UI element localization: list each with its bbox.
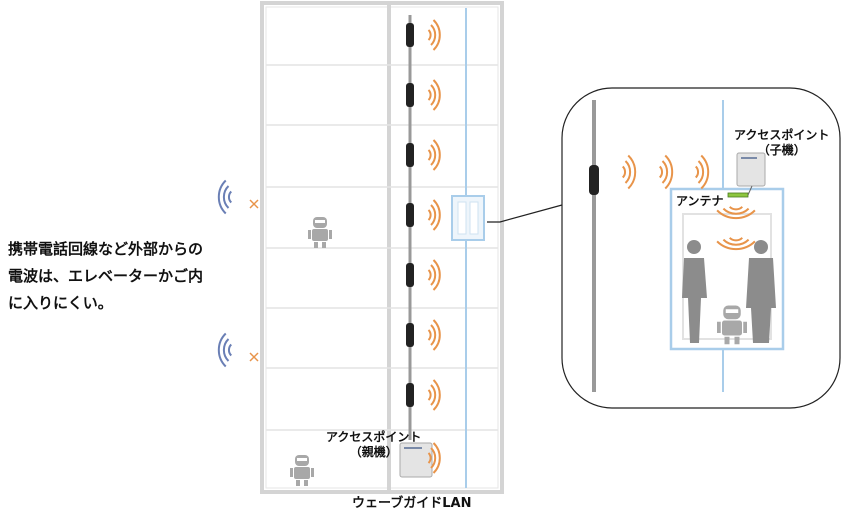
description-text: 携帯電話回線など外部からの 電波は、エレベーターかご内 に入りにくい。	[8, 236, 203, 317]
blocked-x-icon	[249, 352, 259, 362]
signal-wave-icon	[427, 199, 441, 231]
elevator-car	[451, 195, 485, 241]
label-subtext: （子機）	[757, 143, 806, 157]
elevator-door-left	[457, 201, 467, 235]
signal-wave-icon	[427, 379, 441, 411]
waveguide-coupler-icon	[406, 203, 414, 227]
label-subtext: （親機）	[349, 445, 398, 459]
waveguide-coupler-icon	[406, 83, 414, 107]
waveguide-lan-label: ウェーブガイドLAN	[352, 496, 472, 511]
signal-wave-icon	[427, 139, 441, 171]
waveguide-coupler-icon	[406, 383, 414, 407]
antenna-cable	[747, 185, 753, 196]
building-frame	[260, 1, 504, 494]
callout-coupler-icon	[589, 165, 599, 195]
antenna-icon	[727, 192, 749, 198]
signal-wave-icon	[694, 154, 710, 190]
signal-wave-icon	[427, 442, 441, 474]
label-text: アクセスポイント	[734, 128, 830, 142]
label-text: アクセスポイント	[326, 430, 422, 444]
signal-wave-icon	[427, 19, 441, 51]
robot-icon	[717, 305, 747, 345]
signal-wave-icon	[217, 179, 233, 215]
access-point-parent-label: アクセスポイント （親機）	[326, 430, 421, 460]
description-line: に入りにくい。	[8, 294, 113, 312]
access-point-child-icon	[736, 152, 766, 187]
signal-wave-icon	[217, 332, 233, 368]
waveguide-couplers	[406, 23, 414, 407]
waveguide-coupler-icon	[406, 263, 414, 287]
signal-wave-icon	[427, 319, 441, 351]
signal-wave-icon	[658, 154, 674, 190]
signal-wave-icon	[427, 259, 441, 291]
signal-wave-icon	[427, 79, 441, 111]
blocked-x-icon	[249, 199, 259, 209]
elevator-door-right	[469, 201, 479, 235]
callout-pointer	[487, 204, 563, 223]
description-line: 電波は、エレベーターかご内	[8, 267, 204, 285]
waveguide-coupler-icon	[406, 323, 414, 347]
description-line: 携帯電話回線など外部からの	[8, 240, 204, 258]
waveguide-coupler-icon	[406, 23, 414, 47]
signal-wave-icon	[716, 237, 756, 251]
signal-wave-icon	[621, 154, 637, 190]
waveguide-coupler-icon	[406, 143, 414, 167]
antenna-label: アンテナ	[676, 194, 724, 208]
signal-wave-icon	[716, 206, 756, 220]
access-point-child-label: アクセスポイント （子機）	[734, 128, 829, 158]
robot-icon	[308, 217, 332, 248]
person-silhouette-icon	[682, 240, 707, 343]
floor-lines	[266, 64, 498, 431]
access-point-parent-icon	[399, 442, 433, 478]
robot-icon	[290, 455, 314, 486]
person-silhouette-icon	[746, 240, 776, 343]
